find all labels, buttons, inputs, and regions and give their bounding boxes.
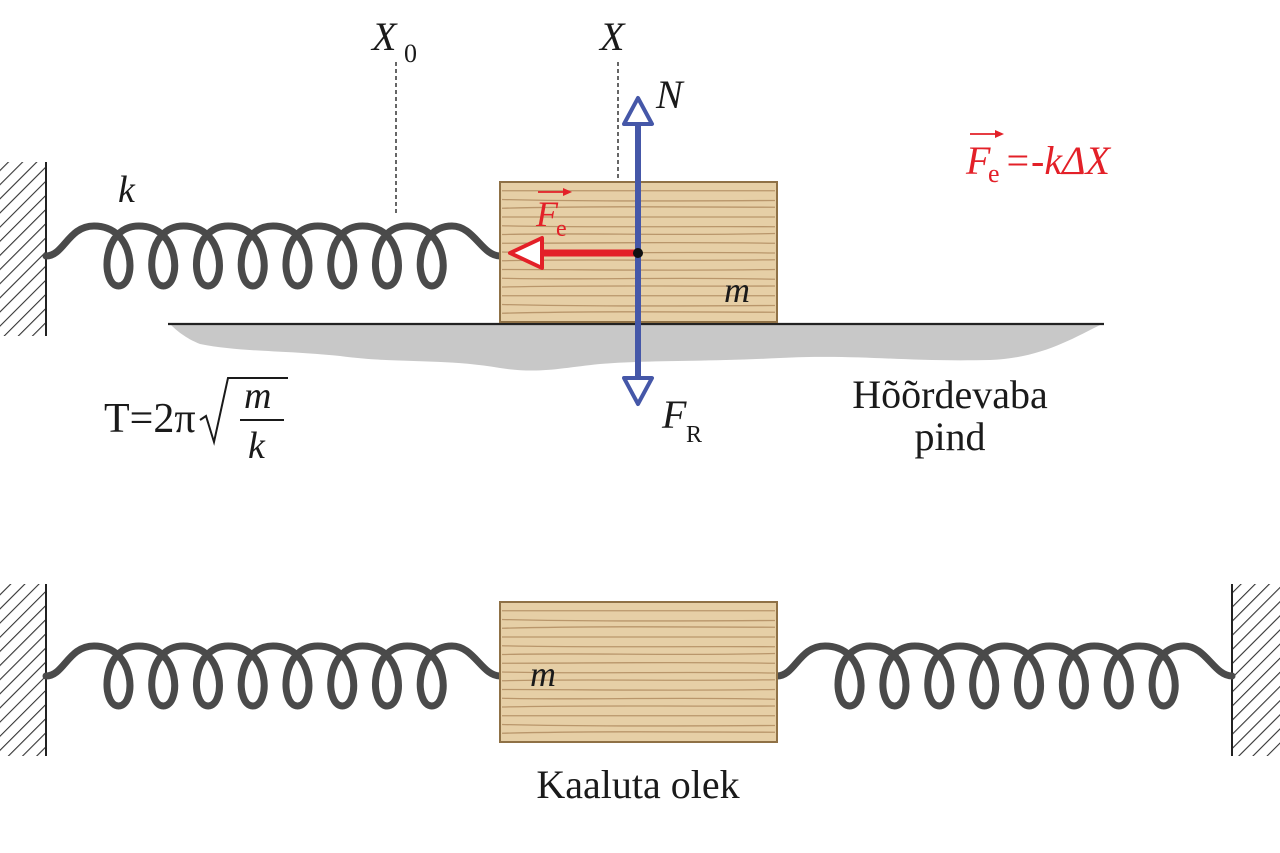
wood-grain-line xyxy=(501,679,776,682)
svg-text:m: m xyxy=(244,375,271,417)
svg-text:F: F xyxy=(535,194,559,234)
wood-grain-line xyxy=(501,731,776,734)
wood-grain-line xyxy=(501,671,776,674)
elastic-force-label: F e xyxy=(535,188,572,242)
surface-caption-line1: Hõõrdevaba xyxy=(852,372,1048,417)
wood-grain-line xyxy=(501,652,776,656)
wood-grain-line xyxy=(501,268,776,271)
svg-text:e: e xyxy=(988,159,1000,188)
equilibrium-subscript: 0 xyxy=(404,39,417,68)
wood-grain-line xyxy=(501,225,776,228)
wood-grain-line xyxy=(501,705,776,708)
svg-text:T=2π: T=2π xyxy=(104,396,196,442)
wood-grain-line xyxy=(501,303,776,307)
wood-grain-line xyxy=(501,723,776,727)
right-wall-bottom xyxy=(1231,584,1280,756)
svg-text:e: e xyxy=(556,216,567,242)
square-root-sign xyxy=(199,377,288,446)
weightless-caption: Kaaluta olek xyxy=(536,762,739,807)
wood-grain-line xyxy=(501,688,776,691)
wood-grain-line xyxy=(501,311,776,314)
equilibrium-label: X xyxy=(370,14,398,59)
wood-grain-line xyxy=(501,697,776,700)
coil-spring-icon xyxy=(42,642,504,710)
mass-block-bottom xyxy=(499,601,778,743)
coil-spring-icon xyxy=(42,222,504,290)
wood-grain-line xyxy=(501,206,776,209)
wood-grain-line xyxy=(501,277,776,280)
hookes-law-formula: F e =-kΔX xyxy=(965,130,1112,188)
mass-label-bottom: m xyxy=(530,654,556,694)
position-label: X xyxy=(598,14,626,59)
svg-text:F: F xyxy=(965,138,991,183)
center-of-mass-dot xyxy=(633,248,643,258)
coil-spring-icon xyxy=(773,642,1236,710)
top-diagram: k X 0 X N F R F e m F e =-kΔX T=2π m xyxy=(0,14,1112,467)
gravity-force-subscript: R xyxy=(686,422,702,448)
wood-grain-line xyxy=(501,661,776,664)
period-formula: T=2π m k xyxy=(104,375,288,467)
svg-text:k: k xyxy=(248,425,266,467)
mass-label-top: m xyxy=(724,270,750,310)
svg-text:=-kΔX: =-kΔX xyxy=(1004,138,1112,183)
wood-grain-line xyxy=(501,626,776,629)
spring-constant-label: k xyxy=(118,169,136,211)
left-wall-bottom xyxy=(0,584,47,756)
normal-force-label: N xyxy=(655,72,685,117)
normal-force-arrowhead xyxy=(622,96,654,126)
surface-caption-line2: pind xyxy=(914,414,985,459)
left-wall-top xyxy=(0,162,47,336)
wood-grain-line xyxy=(501,285,776,288)
wood-grain-line xyxy=(501,232,776,236)
elastic-force-arrow xyxy=(508,236,638,270)
wood-grain-line xyxy=(501,198,776,202)
wood-grain-line xyxy=(501,618,776,622)
wood-grain-line xyxy=(501,645,776,648)
gravity-force-label: F xyxy=(661,392,687,437)
gravity-force-arrowhead xyxy=(622,376,654,406)
bottom-diagram: m Kaaluta olek xyxy=(0,584,1280,807)
